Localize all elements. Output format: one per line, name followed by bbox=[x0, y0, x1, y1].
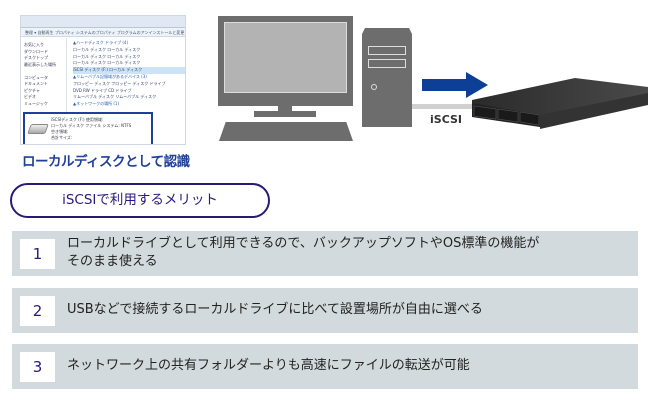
detail-line: 空き領域: bbox=[51, 129, 69, 134]
merit-text: ネットワーク上の共有フォルダーよりも高速にファイルの転送が可能 bbox=[67, 358, 470, 373]
file-list-item: ▲リムーバブル記憶域があるデバイス (3) bbox=[73, 73, 147, 79]
arrow-right-icon bbox=[422, 72, 488, 98]
detail-line: ローカル ディスク ファイル システム: NTFS bbox=[51, 123, 132, 128]
nav-item: 最近表示した場所 bbox=[24, 61, 56, 67]
address-bar bbox=[21, 16, 185, 28]
explorer-file-list: ▲ハードディスク ドライブ (4)ローカル ディスク ローカル ディスクローカル… bbox=[71, 38, 185, 126]
detail-line: 合計サイズ: bbox=[51, 135, 73, 140]
merit-text-line: そのまま使える bbox=[67, 254, 158, 269]
nav-item: ドキュメント bbox=[24, 81, 48, 86]
merit-number: 3 bbox=[20, 352, 55, 382]
file-list-item: リムーバブル ディスク リムーバブル ディスク bbox=[73, 94, 157, 100]
file-list-item: iSCSI ディスク (F:) ローカル ディスク bbox=[73, 67, 185, 74]
drive-bay bbox=[368, 59, 406, 68]
nav-item: コンピュータ bbox=[24, 74, 48, 80]
keyboard bbox=[219, 122, 353, 141]
connection-label: iSCSI bbox=[430, 113, 462, 126]
merit-text-line: ローカルドライブとして利用できるので、バックアップソフトやOS標準の機能が bbox=[67, 236, 540, 251]
file-list-item: ローカル ディスク ローカル ディスク bbox=[73, 46, 141, 52]
file-list-item: ローカル ディスク ローカル ディスク bbox=[73, 53, 141, 59]
monitor-screen bbox=[224, 22, 347, 93]
detail-line: iSCSIディスク (F:) 使用領域: bbox=[51, 117, 104, 122]
merit-number: 2 bbox=[20, 296, 55, 326]
drive-details-highlight: iSCSIディスク (F:) 使用領域:ローカル ディスク ファイル システム:… bbox=[23, 112, 153, 144]
nav-item: デスクトップ bbox=[24, 55, 48, 60]
merit-item: 1 ローカルドライブとして利用できるので、バックアップソフトやOS標準の機能が … bbox=[12, 231, 638, 276]
pc-tower bbox=[362, 28, 412, 127]
file-list-item: ▲ハードディスク ドライブ (4) bbox=[73, 40, 129, 45]
monitor-stand bbox=[278, 106, 292, 112]
drive-bay bbox=[368, 46, 406, 55]
nav-item: ミュージック bbox=[24, 100, 48, 106]
nav-item: ビデオ bbox=[24, 94, 36, 99]
explorer-toolbar: 整理 ▾ 自動再生 プロパティ システムのプロパティ プログラムのアンインストー… bbox=[21, 28, 185, 37]
merit-item: 2 USBなどで接続するローカルドライブに比べて設置場所が自由に選べる bbox=[12, 288, 638, 333]
nav-item: お気に入り bbox=[24, 42, 44, 47]
network-cable bbox=[412, 104, 472, 109]
monitor-base bbox=[254, 111, 316, 117]
file-list-item: DVD RW ドライブ CD ドライブ bbox=[73, 87, 132, 93]
explorer-screenshot: 整理 ▾ 自動再生 プロパティ システムのプロパティ プログラムのアンインストー… bbox=[20, 15, 186, 145]
caption: ローカルディスクとして認識 bbox=[22, 154, 190, 170]
rackmount-nas-icon bbox=[472, 78, 648, 129]
merit-text: ローカルドライブとして利用できるので、バックアップソフトやOS標準の機能が その… bbox=[67, 235, 539, 271]
merit-item: 3 ネットワーク上の共有フォルダーよりも高速にファイルの転送が可能 bbox=[12, 344, 638, 389]
merit-text: USBなどで接続するローカルドライブに比べて設置場所が自由に選べる bbox=[67, 302, 483, 317]
hard-drive-icon bbox=[27, 124, 49, 134]
merits-heading: iSCSIで利用するメリット bbox=[10, 183, 270, 218]
nav-item: ピクチャ bbox=[24, 87, 40, 93]
power-button-icon bbox=[371, 84, 377, 90]
explorer-nav-pane: お気に入りダウンロードデスクトップ最近表示した場所 コンピュータドキュメントピク… bbox=[21, 38, 67, 126]
merit-number: 1 bbox=[20, 239, 55, 269]
file-list-item: ローカル ディスク ローカル ディスク bbox=[73, 60, 141, 66]
file-list-item: フロッピー ディスク フロッピー ディスク ドライブ bbox=[73, 80, 166, 86]
file-list-item: ▲ネットワークの場所 (1) bbox=[73, 101, 120, 107]
nav-item: ダウンロード bbox=[24, 48, 48, 54]
